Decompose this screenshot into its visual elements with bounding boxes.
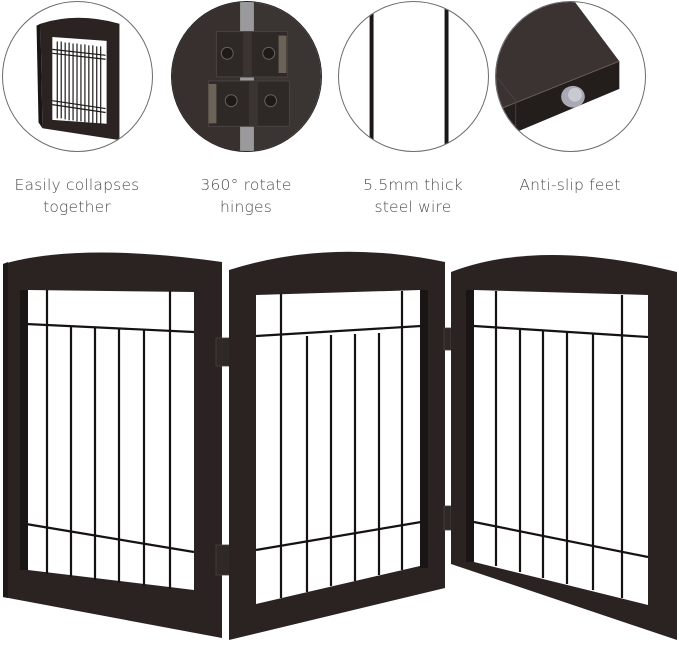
feature-label-collapse: Easily collapses together <box>0 174 162 218</box>
feature-label-feet: Anti-slip feet <box>485 174 655 196</box>
label-line-1: Easily collapses <box>14 176 140 194</box>
label-line-2: hinges <box>219 198 273 216</box>
anti-slip-foot-icon <box>495 1 646 152</box>
label-line-2: steel wire <box>374 198 452 216</box>
label-line-1: Anti-slip feet <box>519 176 621 194</box>
folded-gate-icon <box>2 1 153 152</box>
label-line-1: 360° rotate <box>200 176 292 194</box>
hinge-icon <box>443 327 452 531</box>
product-image-pet-gate <box>0 240 679 647</box>
feature-label-hinges: 360° rotate hinges <box>161 174 331 218</box>
gate-panel-left <box>3 252 222 638</box>
label-line-2: together <box>43 198 111 216</box>
label-line-1: 5.5mm thick <box>363 176 463 194</box>
steel-wire-icon <box>338 1 489 152</box>
hinge-closeup-icon <box>171 1 322 152</box>
feature-label-wire: 5.5mm thick steel wire <box>328 174 498 218</box>
gate-panel-right <box>451 255 677 640</box>
gate-panel-middle <box>229 251 445 640</box>
